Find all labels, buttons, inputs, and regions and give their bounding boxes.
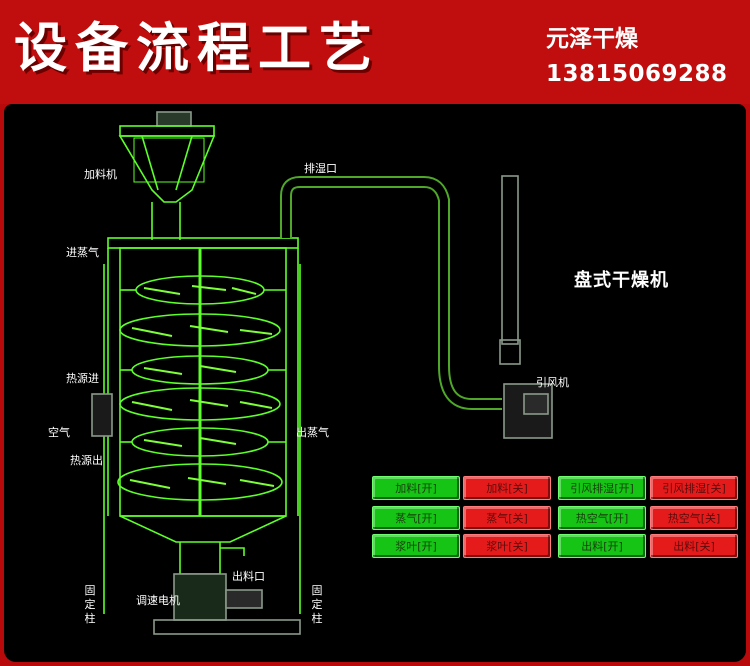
- dryer-schematic: [91, 111, 553, 635]
- process-panel: 加料机 排湿口 进蒸气 热源进 空气 热源出 出蒸气 引风机 出料口 调速电机 …: [4, 104, 746, 662]
- label-heat-in: 热源进: [66, 372, 99, 385]
- phone-number: 13815069288: [546, 61, 728, 87]
- label-steam-in: 进蒸气: [66, 246, 99, 259]
- label-heat-out: 热源出: [70, 454, 103, 467]
- exhaust-fan-on-button[interactable]: 引风排湿[开]: [558, 476, 646, 500]
- page-title: 设备流程工艺: [14, 18, 380, 79]
- label-feeder: 加料机: [84, 168, 117, 181]
- label-exhaust-port: 排湿口: [304, 162, 337, 175]
- label-fixed-post-right: 固定柱: [311, 584, 323, 625]
- steam-off-button[interactable]: 蒸气[关]: [463, 506, 551, 530]
- label-motor: 调速电机: [136, 594, 180, 607]
- paddle-off-button[interactable]: 浆叶[关]: [463, 534, 551, 558]
- discharge-on-button[interactable]: 出料[开]: [558, 534, 646, 558]
- label-air: 空气: [48, 426, 70, 439]
- feed-on-button[interactable]: 加料[开]: [372, 476, 460, 500]
- hot-air-on-button[interactable]: 热空气[开]: [558, 506, 646, 530]
- steam-on-button[interactable]: 蒸气[开]: [372, 506, 460, 530]
- brand-name: 元泽干燥: [546, 26, 638, 52]
- label-fan: 引风机: [536, 376, 569, 389]
- hot-air-off-button[interactable]: 热空气[关]: [650, 506, 738, 530]
- exhaust-fan-off-button[interactable]: 引风排湿[关]: [650, 476, 738, 500]
- discharge-off-button[interactable]: 出料[关]: [650, 534, 738, 558]
- label-fixed-post-left: 固定柱: [84, 584, 96, 625]
- header-banner: 设备流程工艺 元泽干燥 13815069288: [0, 0, 750, 104]
- feed-off-button[interactable]: 加料[关]: [463, 476, 551, 500]
- paddle-on-button[interactable]: 浆叶[开]: [372, 534, 460, 558]
- label-discharge: 出料口: [232, 570, 265, 583]
- machine-name: 盘式干燥机: [574, 270, 669, 291]
- label-steam-out: 出蒸气: [296, 426, 329, 439]
